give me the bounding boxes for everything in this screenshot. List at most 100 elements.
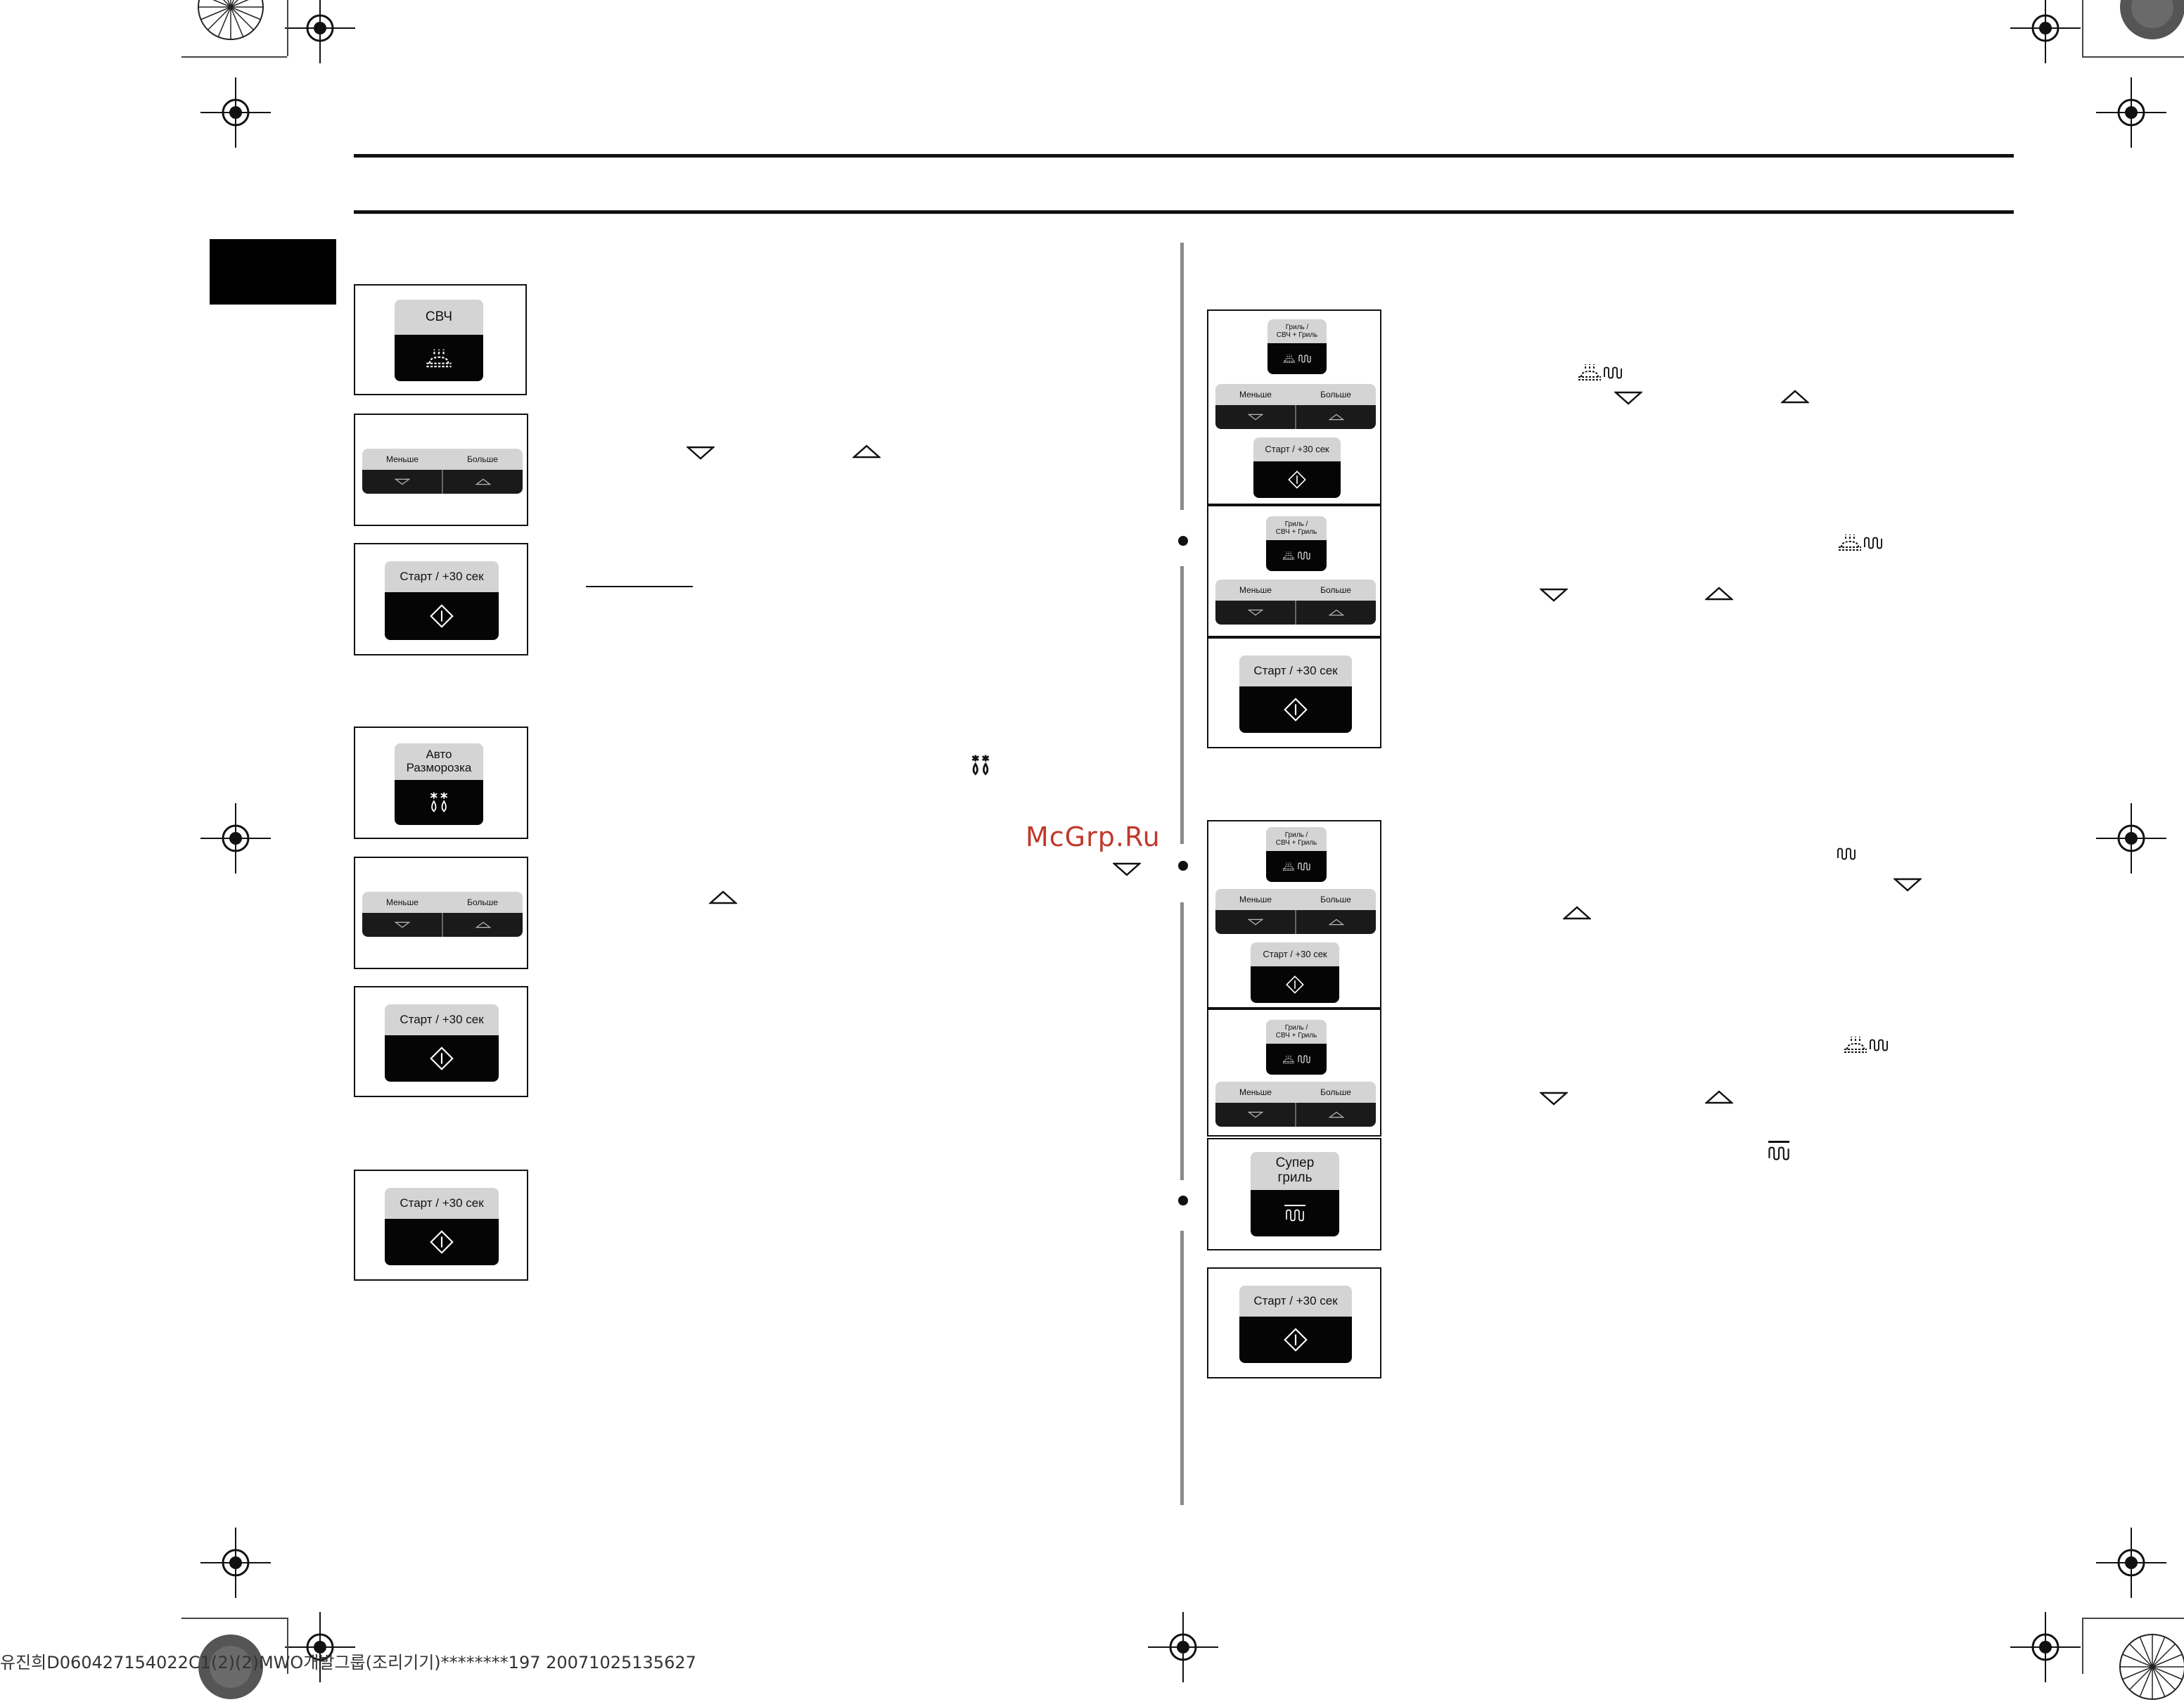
registration-mark-icon: [200, 77, 271, 148]
arrow-down-icon: [1113, 862, 1141, 876]
arrow-down-icon: [1247, 608, 1264, 617]
less-button[interactable]: [1215, 910, 1296, 934]
super-grill-icon: [1767, 1141, 1791, 1166]
more-label: Больше: [1320, 1087, 1351, 1097]
grill-combi-button[interactable]: Гриль / СВЧ + Гриль: [1266, 516, 1327, 571]
grill-icon: [1297, 862, 1311, 871]
arrow-up-icon: [1781, 390, 1809, 404]
combi-grill-icon: [1841, 1034, 1870, 1055]
grill-icon: [1868, 1038, 1889, 1052]
start-button[interactable]: Старт / +30 сек: [385, 1004, 499, 1082]
start-diamond-icon: [430, 1047, 454, 1070]
start-diamond-icon: [1284, 698, 1308, 722]
header-rule-bottom: [354, 210, 2014, 214]
combi-grill-frame: Гриль / СВЧ + Гриль Меньше Больше Старт …: [1207, 820, 1381, 1009]
less-button[interactable]: [1215, 405, 1296, 429]
combi-grill-frame: Гриль / СВЧ + Гриль Меньше Больше Старт …: [1207, 309, 1381, 505]
header-rule-top: [354, 154, 2014, 158]
start-button[interactable]: Старт / +30 сек: [385, 1188, 499, 1265]
registration-mark-icon: [200, 1528, 271, 1598]
registration-mark-icon: [2096, 1528, 2166, 1598]
column-divider: [1180, 566, 1184, 844]
print-rosette-icon: [2117, 1632, 2184, 1702]
start-button-label: Старт / +30 сек: [400, 1196, 484, 1210]
defrost-icon: [426, 790, 452, 815]
more-label: Больше: [1320, 895, 1351, 904]
arrow-up-icon: [709, 890, 737, 904]
start-button[interactable]: Старт / +30 сек: [385, 561, 499, 640]
less-label: Меньше: [386, 454, 419, 464]
language-tab: [210, 239, 336, 305]
more-label: Больше: [467, 454, 498, 464]
start-button-frame: Старт / +30 сек: [354, 986, 528, 1097]
less-more-control: Меньше Больше: [1215, 384, 1376, 429]
crop-line: [2082, 1618, 2184, 1619]
defrost-icon: [968, 753, 993, 778]
less-button[interactable]: [1215, 1103, 1296, 1127]
start-diamond-icon: [1288, 471, 1306, 489]
less-button[interactable]: [362, 470, 443, 494]
less-label: Меньше: [1239, 1087, 1272, 1097]
more-label: Больше: [1320, 390, 1351, 399]
grill-icon: [1836, 847, 1857, 861]
column-divider: [1180, 902, 1184, 1180]
less-label: Меньше: [1239, 585, 1272, 595]
underline-mark: [586, 586, 693, 587]
more-button[interactable]: [1296, 405, 1376, 429]
grill-combi-button[interactable]: Гриль / СВЧ + Гриль: [1266, 827, 1327, 882]
microwave-icon: [1282, 861, 1296, 872]
start-button-label: Старт / +30 сек: [1265, 443, 1329, 454]
super-grill-button[interactable]: Супер гриль: [1251, 1152, 1339, 1236]
super-grill-icon: [1284, 1208, 1305, 1222]
more-button[interactable]: [443, 470, 523, 494]
more-label: Больше: [1320, 585, 1351, 595]
less-more-control: Меньше Больше: [1215, 580, 1376, 625]
grill-icon: [1297, 1054, 1311, 1064]
svch-button[interactable]: СВЧ: [395, 300, 483, 381]
registration-mark-icon: [2096, 803, 2166, 874]
arrow-up-icon: [1328, 918, 1345, 926]
arrow-down-icon: [1894, 878, 1922, 892]
arrow-up-icon: [1328, 608, 1345, 617]
arrow-up-icon: [1563, 906, 1591, 920]
print-disc-icon: [2117, 0, 2184, 42]
less-button[interactable]: [362, 913, 443, 937]
registration-mark-icon: [200, 803, 271, 874]
arrow-down-icon: [1540, 1092, 1568, 1106]
more-button[interactable]: [443, 913, 523, 937]
grill-combi-button[interactable]: Гриль / СВЧ + Гриль: [1267, 319, 1327, 374]
grill-icon: [1863, 536, 1884, 550]
arrow-up-icon: [1328, 1111, 1345, 1119]
more-button[interactable]: [1296, 601, 1376, 625]
less-label: Меньше: [1239, 390, 1272, 399]
grill-icon: [1297, 551, 1311, 561]
crop-line: [287, 0, 288, 56]
less-more-frame: Меньше Больше: [354, 414, 528, 526]
start-button[interactable]: Старт / +30 сек: [1251, 942, 1339, 1003]
less-more-control: Меньше Больше: [362, 449, 523, 494]
grill-combi-button[interactable]: Гриль / СВЧ + Гриль: [1266, 1020, 1327, 1075]
arrow-up-icon: [1705, 587, 1733, 601]
arrow-up-icon: [852, 444, 881, 459]
less-more-control: Меньше Больше: [1215, 889, 1376, 934]
arrow-down-icon: [394, 921, 411, 929]
arrow-down-icon: [1247, 413, 1264, 421]
arrow-up-icon: [475, 921, 492, 929]
registration-mark-icon: [285, 0, 355, 63]
auto-defrost-button[interactable]: Авто Разморозка: [395, 743, 483, 825]
super-grill-label-2: гриль: [1277, 1170, 1313, 1185]
start-button[interactable]: Старт / +30 сек: [1239, 1286, 1352, 1363]
more-button[interactable]: [1296, 1103, 1376, 1127]
grill-label-2: СВЧ + Гриль: [1275, 1032, 1317, 1039]
crop-line: [2082, 1618, 2083, 1674]
column-divider: [1180, 1231, 1184, 1505]
start-button[interactable]: Старт / +30 сек: [1253, 437, 1341, 498]
less-button[interactable]: [1215, 601, 1296, 625]
combi-grill-frame: Гриль / СВЧ + Гриль Меньше Больше: [1207, 505, 1381, 637]
column-divider: [1180, 243, 1184, 510]
more-button[interactable]: [1296, 910, 1376, 934]
svch-button-label: СВЧ: [425, 309, 453, 324]
start-button-label: Старт / +30 сек: [400, 1012, 484, 1026]
start-button[interactable]: Старт / +30 сек: [1239, 655, 1352, 733]
crop-line: [181, 1618, 287, 1619]
